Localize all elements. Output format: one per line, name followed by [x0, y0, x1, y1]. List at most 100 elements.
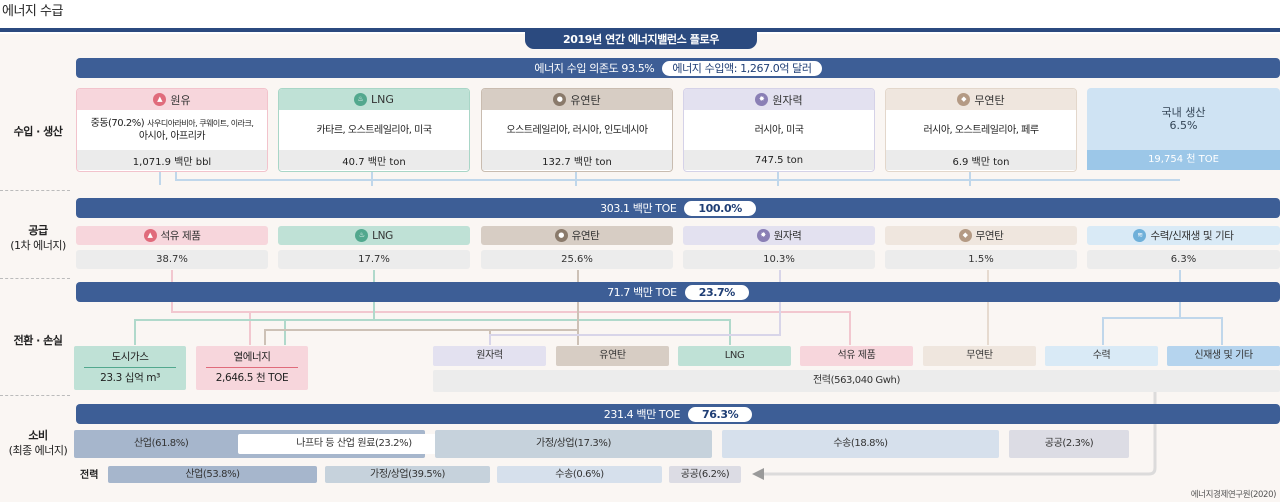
electricity-industry: 산업(53.8%)	[108, 466, 317, 483]
supply-item-name: 원자력	[773, 230, 802, 242]
supply-item-header: ♨LNG	[278, 226, 470, 245]
heat-energy-value: 2,646.5 천 TOE	[215, 372, 289, 384]
electricity-label: 전력	[80, 470, 99, 481]
power-source-chip: 유연탄	[556, 346, 669, 366]
import-card-volume: 132.7 백만 ton	[482, 150, 672, 170]
electricity-residential: 가정/상업(39.5%)	[325, 466, 490, 483]
supply-item-value: 10.3%	[683, 250, 875, 269]
supply-total-pct: 100.0%	[684, 200, 756, 216]
supply-item-header: ●유연탄	[481, 226, 673, 245]
import-card-volume: 6.9 백만 ton	[886, 150, 1076, 170]
gas-flame-icon: ♨	[354, 93, 368, 106]
water-icon: ≋	[1133, 229, 1147, 242]
section-conversion-label: 전환 · 손실	[13, 334, 63, 347]
consumption-total-pct: 76.3%	[688, 406, 753, 422]
supply-item-value: 17.7%	[278, 250, 470, 269]
source-credit: 에너지경제연구원(2020)	[1190, 490, 1277, 500]
supply-item-header: ≋수력/신재생 및 기타	[1087, 226, 1280, 245]
import-card: ♨LNG 카타르, 오스트레일리아, 미국 40.7 백만 ton	[278, 88, 470, 172]
supply-total-bar: 303.1 백만 TOE 100.0%	[76, 198, 1280, 218]
naphtha-label: 나프타 등 산업 원료(23.2%)	[238, 434, 470, 454]
city-gas-name: 도시가스	[84, 346, 176, 368]
coal-icon: ●	[554, 229, 568, 242]
supply-item-name: 수력/신재생 및 기타	[1150, 230, 1234, 242]
supply-total-label: 303.1 백만 TOE	[600, 202, 677, 215]
import-dependency-bar: 에너지 수입 의존도 93.5% 에너지 수입액: 1,267.0억 달러	[76, 58, 1280, 78]
supply-item-name: LNG	[372, 229, 393, 242]
import-card-title: 원유	[170, 93, 191, 107]
import-card-origin: 러시아, 오스트레일리아, 페루	[886, 110, 1076, 150]
coal-icon: ●	[553, 93, 567, 106]
power-source-chip: LNG	[678, 346, 791, 366]
import-dependency-label: 에너지 수입 의존도 93.5%	[534, 62, 655, 75]
oil-drop-icon: ▲	[153, 93, 167, 106]
origin-main: 오스트레일리아, 러시아, 인도네시아	[506, 124, 648, 136]
flow-power-return	[760, 390, 1157, 476]
import-card-header: ♨LNG	[279, 89, 469, 110]
origin-main: 러시아, 오스트레일리아, 페루	[923, 124, 1039, 136]
import-card-origin: 중동(70.2%)사우디아라비아, 쿠웨이트, 이라크, 아시아, 아프리카	[77, 110, 267, 150]
conversion-total-pct: 23.7%	[684, 284, 749, 300]
supply-item-value: 25.6%	[481, 250, 673, 269]
gas-flame-icon: ♨	[355, 229, 369, 242]
flow-nuclear	[489, 270, 781, 345]
electricity-transport: 수송(0.6%)	[497, 466, 662, 483]
domestic-volume: 19,754 천 TOE	[1087, 150, 1280, 170]
import-card-header: ◆무연탄	[886, 89, 1076, 110]
import-card-header: ●유연탄	[482, 89, 672, 110]
atom-icon: ✸	[755, 93, 769, 106]
power-source-chip: 수력	[1045, 346, 1158, 366]
import-card-origin: 러시아, 미국	[684, 110, 874, 150]
header-rule	[0, 28, 1280, 32]
origin-main: 러시아, 미국	[754, 124, 804, 136]
arrow-head	[752, 468, 764, 480]
supply-item-header: ◆무연탄	[885, 226, 1077, 245]
consumption-total-label: 231.4 백만 TOE	[603, 408, 681, 421]
import-card-title: LNG	[371, 93, 394, 106]
domestic-share: 6.5%	[1169, 119, 1198, 132]
origin-line2: 아시아, 아프리카	[138, 131, 206, 142]
atom-icon: ✸	[756, 229, 770, 242]
diagram-title: 2019년 연간 에너지밸런스 플로우	[525, 31, 757, 49]
city-gas-value: 23.3 십억 m³	[100, 372, 160, 384]
section-divider	[0, 278, 70, 279]
supply-item-header: ▲석유 제품	[76, 226, 268, 245]
import-card-header: ▲원유	[77, 89, 267, 110]
section-divider	[0, 190, 70, 191]
heat-energy-box: 열에너지 2,646.5 천 TOE	[196, 346, 308, 390]
import-card-volume: 1,071.9 백만 bbl	[77, 150, 267, 170]
electricity-public: 공공(6.2%)	[669, 466, 741, 483]
import-card-volume: 747.5 ton	[684, 150, 874, 170]
conversion-total-label: 71.7 백만 TOE	[607, 286, 677, 299]
power-source-chip: 신재생 및 기타	[1167, 346, 1280, 366]
power-source-chip: 무연탄	[923, 346, 1036, 366]
city-gas-box: 도시가스 23.3 십억 m³	[74, 346, 186, 390]
supply-item-value: 6.3%	[1087, 250, 1280, 269]
supply-item-name: 석유 제품	[160, 230, 201, 242]
section-consumption-label: 소비(최종 에너지)	[8, 429, 68, 457]
consumption-public: 공공(2.3%)	[1009, 430, 1129, 458]
power-total-box: 전력(563,040 Gwh)	[433, 370, 1280, 392]
import-card-origin: 카타르, 오스트레일리아, 미국	[279, 110, 469, 150]
import-card-title: 원자력	[772, 93, 803, 107]
consumption-industry-label: 산업(61.8%)	[134, 438, 189, 449]
origin-sub: 사우디아라비아, 쿠웨이트, 이라크,	[147, 119, 254, 128]
supply-item-name: 유연탄	[571, 230, 600, 242]
import-card-volume: 40.7 백만 ton	[279, 150, 469, 170]
section-import-label: 수입 · 생산	[13, 125, 63, 138]
heat-energy-name: 열에너지	[206, 346, 298, 368]
import-amount-pill: 에너지 수입액: 1,267.0억 달러	[662, 60, 822, 76]
consumption-transport: 수송(18.8%)	[722, 430, 999, 458]
origin-main: 카타르, 오스트레일리아, 미국	[316, 124, 432, 136]
supply-item-name: 무연탄	[975, 230, 1004, 242]
import-card-origin: 오스트레일리아, 러시아, 인도네시아	[482, 110, 672, 150]
origin-main: 중동(70.2%)	[90, 118, 145, 129]
section-divider	[0, 395, 70, 396]
consumption-total-bar: 231.4 백만 TOE 76.3%	[76, 404, 1280, 424]
